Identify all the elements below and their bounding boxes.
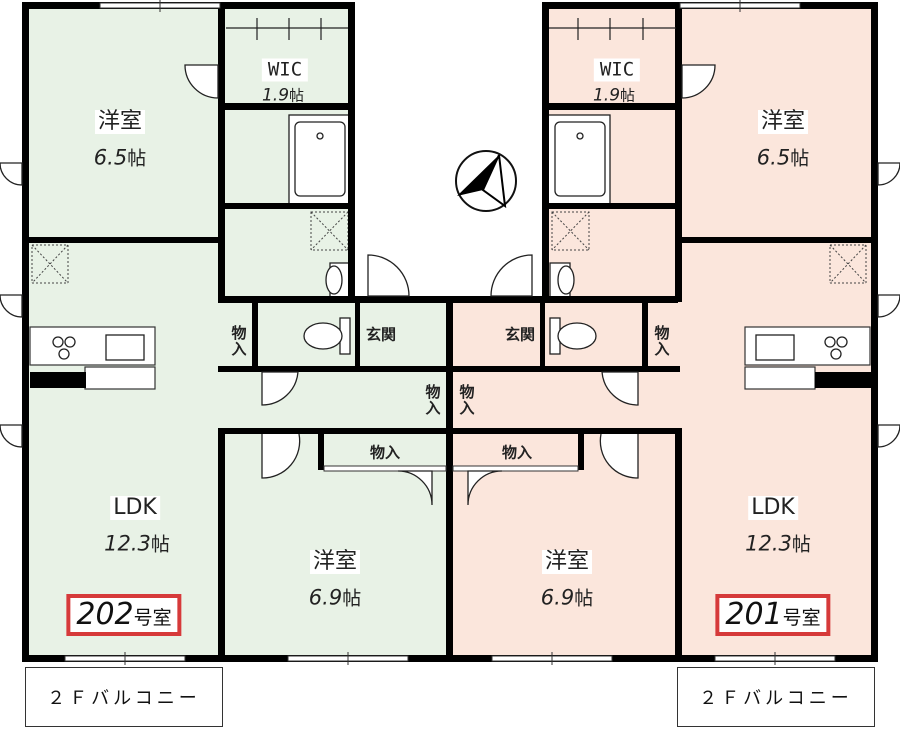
entrance-label: 玄関: [504, 325, 536, 344]
room-western-label: 洋室: [541, 550, 593, 574]
room-size: 6.5帖: [93, 145, 147, 170]
room-western-label: 洋室: [94, 110, 146, 134]
unit-number-badge: 202号室: [66, 594, 182, 636]
closet-rod: [226, 18, 676, 40]
sink-icon: [105, 334, 795, 361]
storage-label: 物入: [501, 443, 533, 462]
storage-label: 物入: [652, 325, 671, 357]
balcony-label: ２Ｆバルコニー: [677, 667, 875, 727]
storage-label: 物入: [423, 384, 442, 416]
room-western-label: 洋室: [757, 110, 809, 134]
balcony-label: ２Ｆバルコニー: [25, 667, 223, 727]
windows: [64, 0, 836, 665]
room-wic-label: WIC: [593, 58, 641, 82]
storage-label: 物入: [229, 325, 248, 357]
room-size: 12.3帖: [745, 531, 811, 556]
room-ldk-label: LDK: [748, 496, 798, 520]
storage-label: 物入: [457, 384, 476, 416]
bathtub-icon: [288, 114, 611, 206]
unit-number-badge: 201号室: [715, 594, 831, 636]
room-western-label: 洋室: [309, 550, 361, 574]
kitchen-counter-202: [29, 326, 156, 366]
entrance-label: 玄関: [365, 325, 397, 344]
storage-label: 物入: [369, 443, 401, 462]
ventilation-icon: [31, 211, 867, 284]
stove-icon: [52, 336, 848, 360]
room-size: 12.3帖: [104, 531, 170, 556]
room-size: 6.9帖: [540, 585, 594, 610]
doors: [0, 64, 900, 506]
kitchen-counter-201: [744, 326, 871, 366]
room-wic-label: WIC: [261, 58, 309, 82]
north-arrow-icon: [453, 148, 519, 214]
room-size: 6.5帖: [756, 145, 810, 170]
room-size: 1.9帖: [592, 85, 636, 106]
room-size: 1.9帖: [261, 85, 305, 106]
room-size: 6.9帖: [308, 585, 362, 610]
room-ldk-label: LDK: [110, 496, 160, 520]
toilet-icon: [303, 262, 597, 355]
